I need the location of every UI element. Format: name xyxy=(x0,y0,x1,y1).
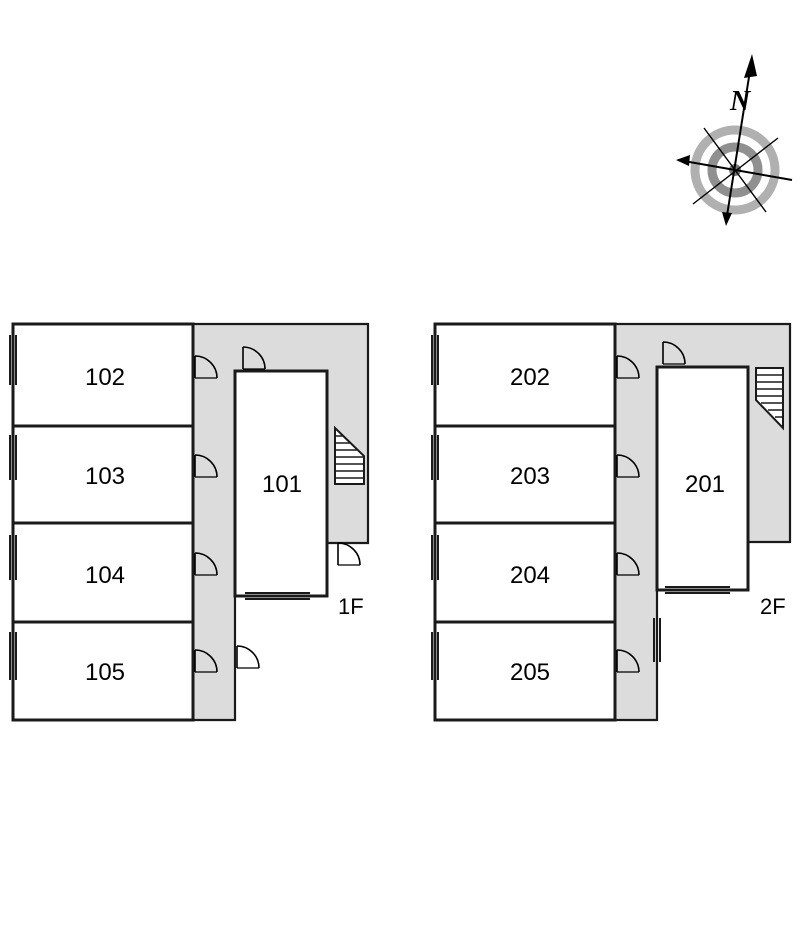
room-label-104: 104 xyxy=(85,562,125,589)
door-icon xyxy=(236,645,260,669)
room-203 xyxy=(433,424,617,525)
floor-2: 202 203 204 205 201 2F xyxy=(431,322,792,722)
room-label-105: 105 xyxy=(85,659,125,686)
room-105 xyxy=(11,620,195,722)
floor-1: 102 103 104 105 101 1F xyxy=(9,322,370,722)
room-label-101: 101 xyxy=(262,471,302,498)
room-102 xyxy=(11,322,195,428)
staircase-icon xyxy=(334,425,365,485)
room-101 xyxy=(233,369,329,598)
room-label-202: 202 xyxy=(510,364,550,391)
room-label-205: 205 xyxy=(510,659,550,686)
room-201 xyxy=(655,365,750,592)
room-label-203: 203 xyxy=(510,463,550,490)
room-103 xyxy=(11,424,195,525)
compass-north-label: N xyxy=(729,86,752,117)
floor-label-2f: 2F xyxy=(760,594,786,619)
room-label-204: 204 xyxy=(510,562,550,589)
compass: N xyxy=(676,54,793,226)
door-icon xyxy=(337,542,361,566)
room-204 xyxy=(433,521,617,624)
room-label-102: 102 xyxy=(85,364,125,391)
room-202 xyxy=(433,322,617,428)
room-label-103: 103 xyxy=(85,463,125,490)
room-205 xyxy=(433,620,617,722)
room-label-201: 201 xyxy=(685,471,725,498)
floor-label-1f: 1F xyxy=(338,594,364,619)
staircase-icon xyxy=(755,367,784,431)
north-arrow-icon xyxy=(744,54,757,78)
